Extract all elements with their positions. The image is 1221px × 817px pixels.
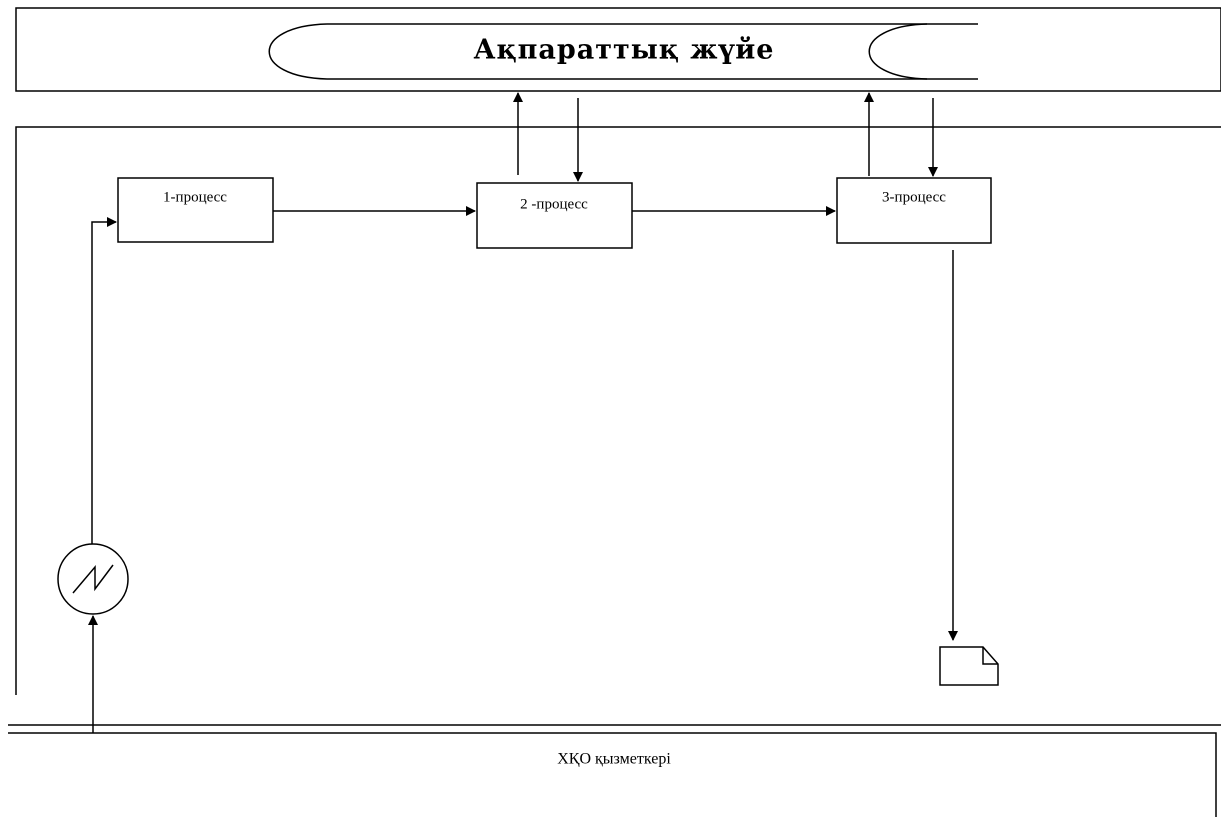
- employee-lane-border: [8, 732, 1217, 817]
- system-lane-title: Ақпараттық жүйе: [474, 35, 775, 66]
- process-2-rect: [476, 182, 633, 249]
- document-icon: [939, 646, 999, 686]
- process-3-label: 3-процесс: [882, 189, 946, 205]
- process-3-rect: [836, 177, 992, 244]
- process-1-rect: [117, 177, 274, 243]
- lightning-start-icon: [57, 543, 129, 615]
- arrow-start-to-p1: [91, 217, 117, 544]
- system-banner-right-curve: [868, 23, 928, 80]
- system-banner-fill: [269, 24, 978, 79]
- process-box-3: 3-процесс: [836, 177, 992, 244]
- process-box-2: 2 -процесс: [476, 182, 633, 249]
- employee-lane: ХҚО қызметкері: [8, 724, 1221, 817]
- system-banner-left-curve: [268, 23, 328, 80]
- employee-lane-label: ХҚО қызметкері: [557, 751, 671, 768]
- process-box-1: 1-процесс: [117, 177, 274, 243]
- process-lane-border: [15, 126, 1221, 695]
- system-lane: Ақпараттық жүйе: [15, 7, 1221, 92]
- process-2-label: 2 -процесс: [520, 196, 588, 212]
- process-lane: [15, 126, 1221, 695]
- process-1-label: 1-процесс: [163, 189, 227, 205]
